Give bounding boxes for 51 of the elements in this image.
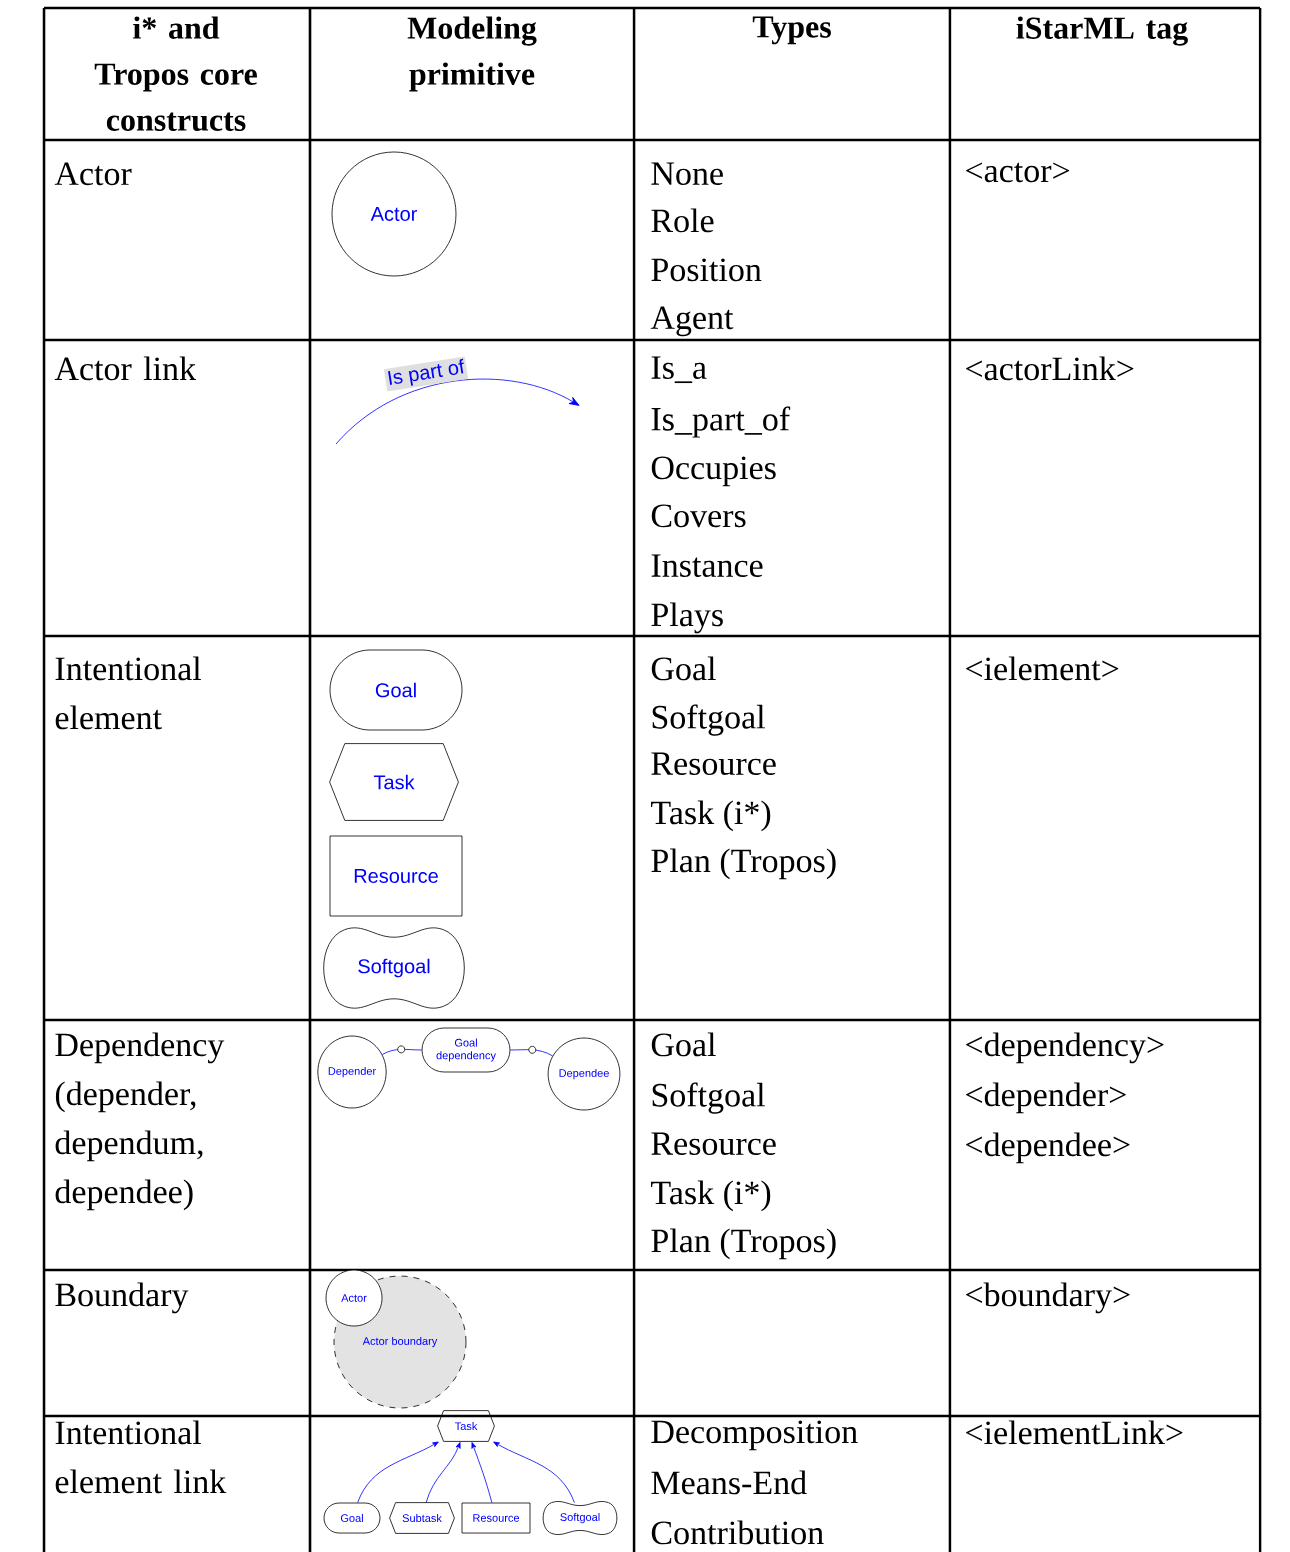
xml-tag: <boundary>	[966, 1282, 1130, 1314]
column-header: i* and Tropos core constructs	[94, 16, 257, 131]
type-name: Position	[651, 258, 762, 282]
type-name: Contribution	[651, 1520, 824, 1545]
type-name: Instance	[651, 554, 763, 577]
xml-tag: <dependee>	[966, 1132, 1130, 1164]
xml-tag: <dependency>	[966, 1032, 1164, 1064]
xml-tag: <actorLink>	[966, 356, 1134, 381]
link-arrow	[357, 1441, 439, 1503]
type-name: Role	[651, 208, 714, 233]
type-name: Decomposition	[651, 1420, 858, 1451]
link-arrow	[471, 1442, 493, 1503]
column-header: iStarML tag	[1016, 16, 1188, 46]
construct-name: Intentional element link	[55, 1420, 227, 1494]
xml-tag: <actor>	[966, 162, 1070, 183]
type-name: None	[651, 162, 723, 185]
link-arrow	[510, 1045, 553, 1057]
type-name: Is_a	[651, 356, 707, 384]
type-name: Plan (Tropos)	[651, 1228, 836, 1260]
type-name: Occupies	[651, 456, 776, 487]
type-name: Goal	[651, 656, 716, 681]
link-arrow	[493, 1441, 575, 1503]
type-name: Task (i*)	[651, 1180, 771, 1212]
type-name: Softgoal	[652, 1082, 765, 1114]
link-arrow	[381, 1045, 422, 1055]
type-name: Means-End	[651, 1470, 807, 1495]
construct-name: Boundary	[55, 1282, 189, 1314]
construct-name: Actor link	[54, 356, 197, 381]
type-name: Agent	[650, 306, 734, 337]
type-name: Resource	[651, 1132, 776, 1155]
column-header: Types	[752, 16, 831, 45]
task-hexagon: Task	[329, 743, 459, 821]
construct-name: Intentional element	[55, 656, 201, 730]
xml-tag: <ielementLink>	[966, 1420, 1183, 1445]
type-name: Task (i*)	[651, 800, 771, 832]
xml-tag: <depender>	[966, 1082, 1126, 1114]
relation-label: Is part of	[383, 356, 469, 392]
construct-name: Dependency (depender, dependum, dependee)	[55, 1032, 225, 1211]
type-name: Covers	[651, 504, 746, 528]
type-name: Plan (Tropos)	[651, 848, 836, 880]
resource-box: Resource	[329, 835, 463, 917]
type-name: Is_part_of	[651, 406, 791, 438]
construct-name: Actor	[54, 162, 132, 186]
column-header: Modeling primitive	[407, 16, 537, 92]
type-name: Resource	[651, 752, 776, 775]
link-arrow	[425, 1442, 461, 1503]
xml-tag: <ielement>	[966, 656, 1119, 681]
type-name: Plays	[651, 602, 723, 634]
softgoal-cloud: Softgoal	[323, 927, 465, 1009]
type-name: Softgoal	[652, 704, 765, 736]
type-name: Goal	[651, 1032, 716, 1057]
